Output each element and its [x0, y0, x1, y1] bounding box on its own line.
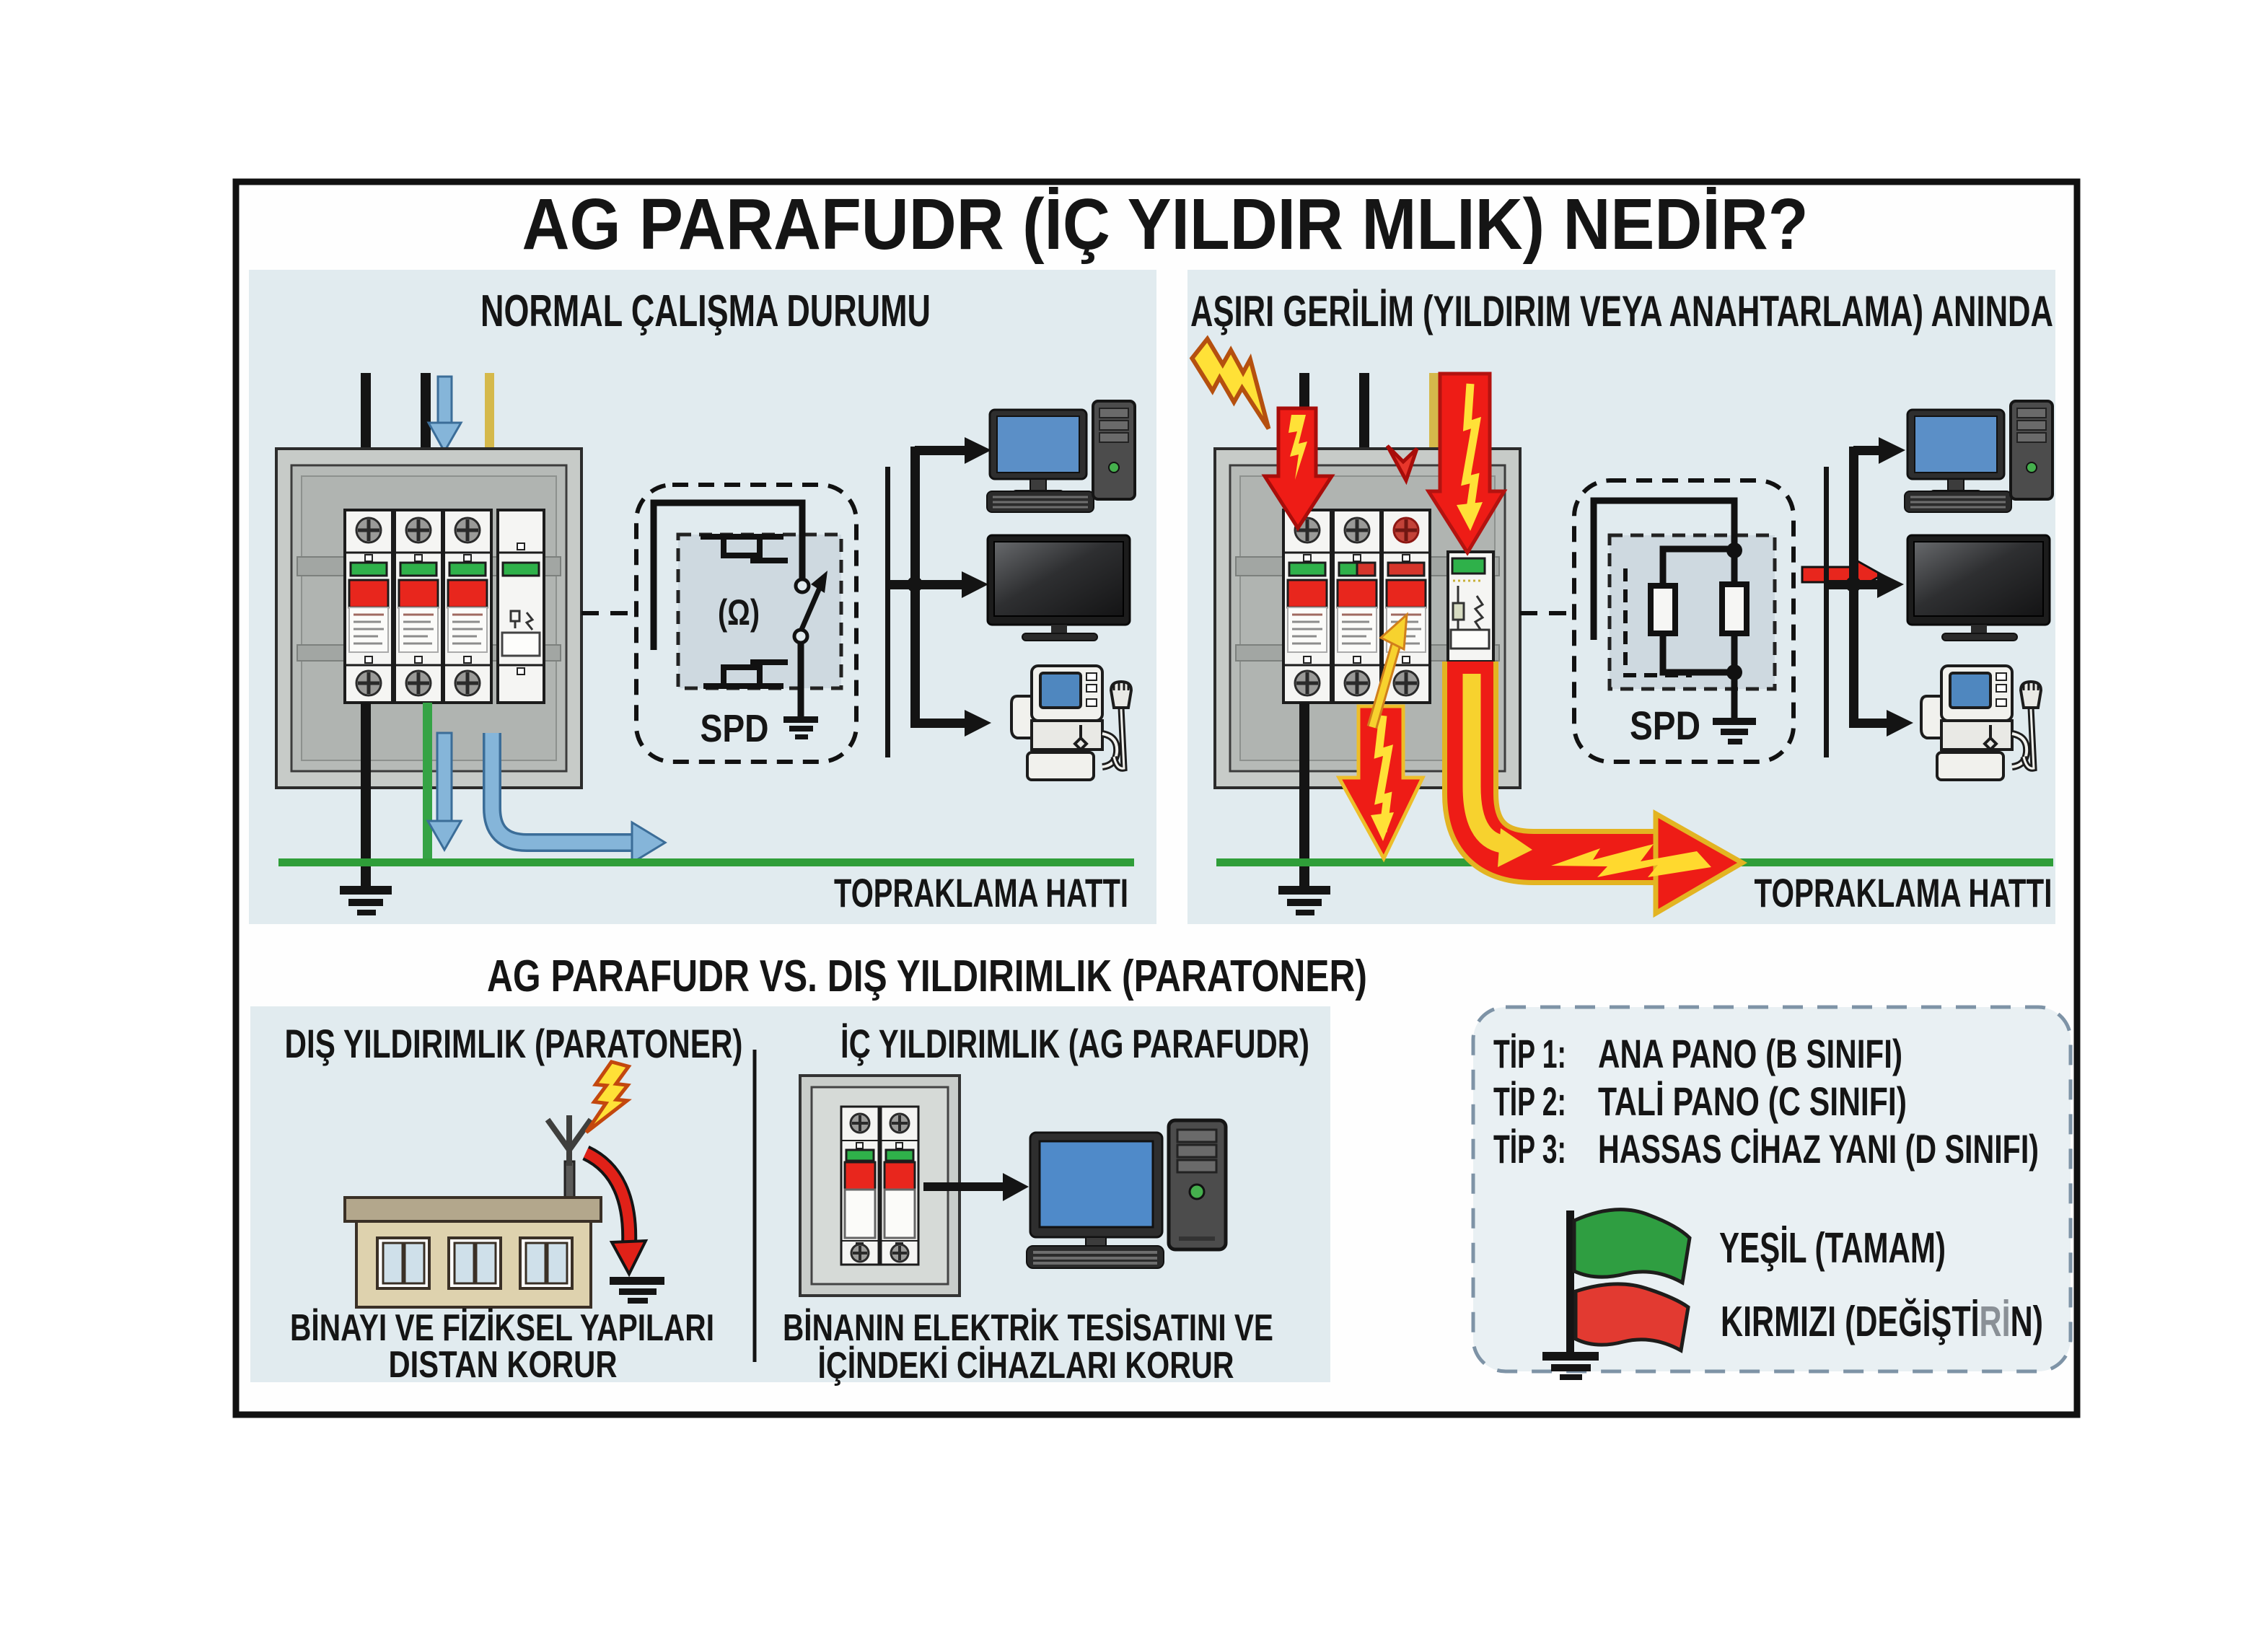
svg-text:BİNANIN ELEKTRİK TESİSATINI VE: BİNANIN ELEKTRİK TESİSATINI VE — [783, 1307, 1273, 1349]
svg-text:İÇ YILDIRIMLIK (AG PARAFUDR): İÇ YILDIRIMLIK (AG PARAFUDR) — [840, 1021, 1309, 1066]
svg-text:HASSAS CİHAZ YANI (D SINIFI): HASSAS CİHAZ YANI (D SINIFI) — [1598, 1126, 2039, 1172]
svg-text:ANA PANO (B SINIFI): ANA PANO (B SINIFI) — [1598, 1031, 1902, 1076]
svg-text:TOPRAKLAMA HATTI: TOPRAKLAMA HATTI — [834, 870, 1128, 915]
svg-text:DIŞ YILDIRIMLIK (PARATONER): DIŞ YILDIRIMLIK (PARATONER) — [285, 1021, 743, 1066]
svg-text:DISTAN KORUR: DISTAN KORUR — [389, 1344, 618, 1386]
svg-text:TİP 3:: TİP 3: — [1493, 1126, 1566, 1172]
svg-text:YEŞİL (TAMAM): YEŞİL (TAMAM) — [1719, 1224, 1946, 1272]
svg-text:TALİ PANO (C SINIFI): TALİ PANO (C SINIFI) — [1598, 1078, 1907, 1124]
svg-text:AG PARAFUDR (İÇ YILDIR MLIK) N: AG PARAFUDR (İÇ YILDIR MLIK) NEDİR? — [522, 184, 1809, 265]
svg-text:TİP 2:: TİP 2: — [1493, 1078, 1566, 1124]
svg-text:SPD: SPD — [701, 707, 769, 750]
svg-text:TİP 1:: TİP 1: — [1493, 1031, 1566, 1076]
svg-text:NORMAL ÇALIŞMA DURUMU: NORMAL ÇALIŞMA DURUMU — [480, 286, 931, 336]
svg-text:(Ω): (Ω) — [718, 592, 760, 633]
svg-text:BİNAYI VE FİZİKSEL YAPILARI: BİNAYI VE FİZİKSEL YAPILARI — [290, 1307, 714, 1349]
svg-text:SPD: SPD — [1630, 703, 1700, 748]
svg-text:AG PARAFUDR VS. DIŞ YILDIRIMLI: AG PARAFUDR VS. DIŞ YILDIRIMLIK (PARATON… — [487, 952, 1367, 1001]
svg-text:İÇİNDEKİ CİHAZLARI KORUR: İÇİNDEKİ CİHAZLARI KORUR — [818, 1345, 1234, 1387]
svg-text:KIRMIZI (DEĞİŞTİRİN): KIRMIZI (DEĞİŞTİRİN) — [1721, 1298, 2043, 1345]
svg-text:AŞIRI GERİLİM (YILDIRIM VEYA A: AŞIRI GERİLİM (YILDIRIM VEYA ANAHTARLAMA… — [1190, 287, 2053, 335]
svg-text:TOPRAKLAMA HATTI: TOPRAKLAMA HATTI — [1755, 870, 2053, 915]
